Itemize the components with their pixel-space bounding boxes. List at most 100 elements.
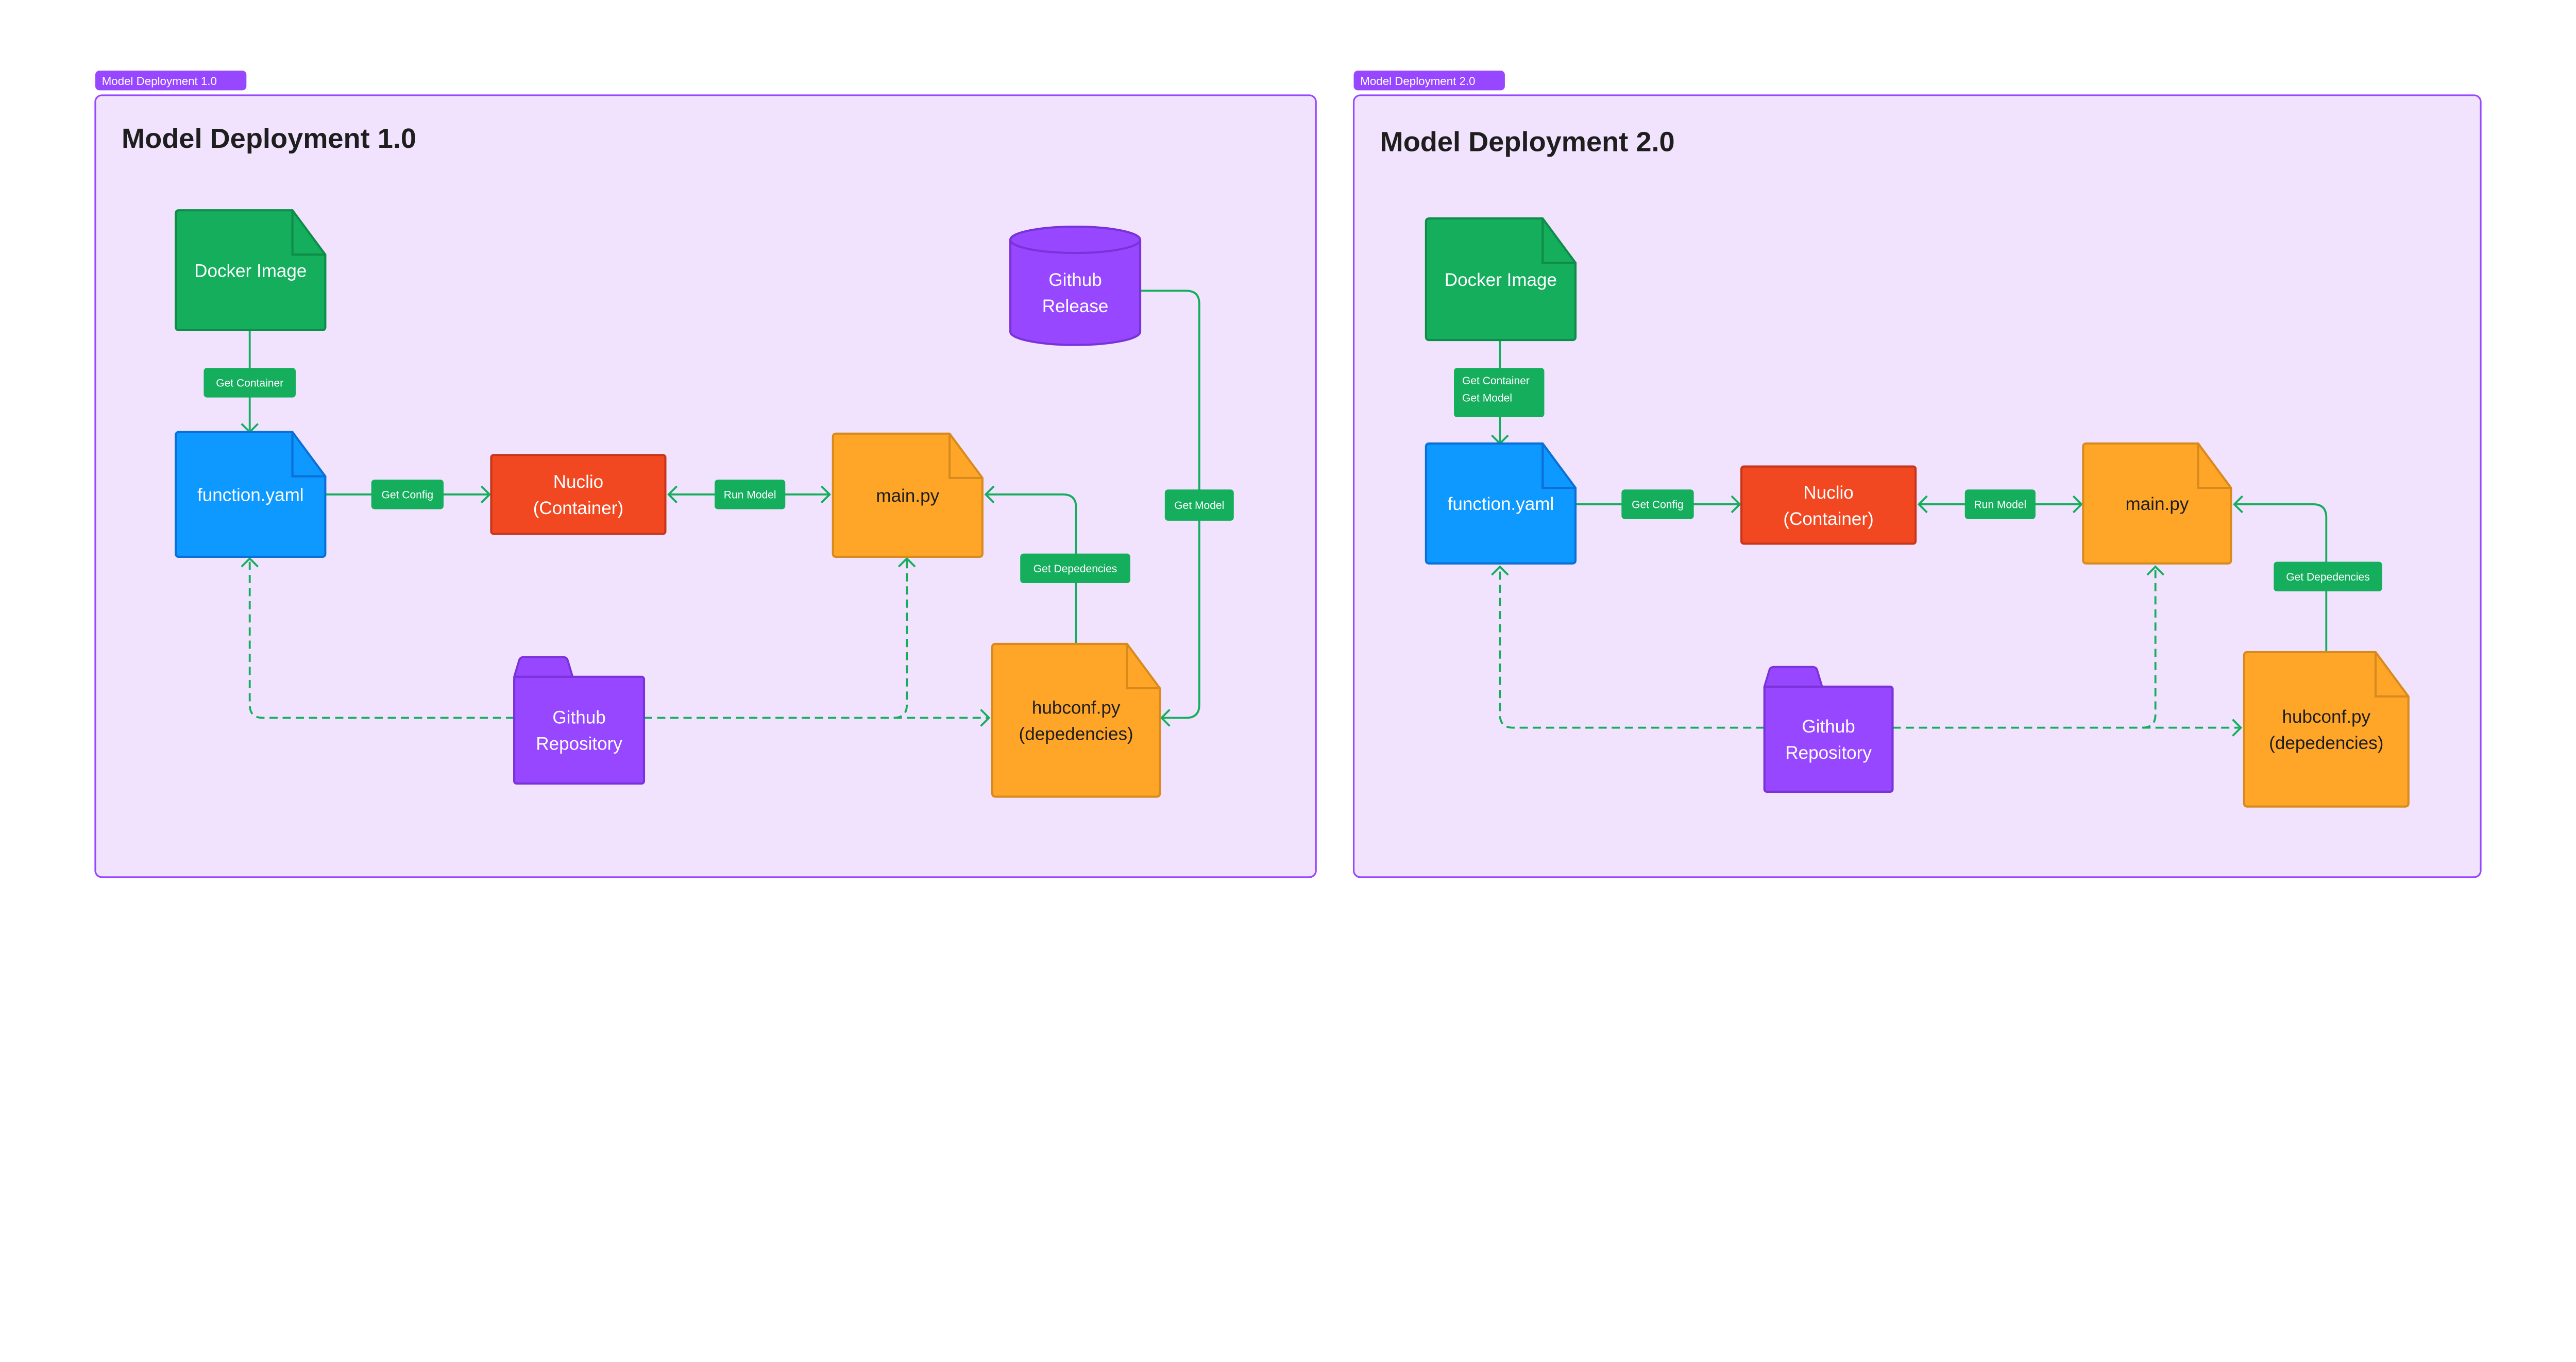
- node-label: Release: [1042, 296, 1109, 316]
- dashed-connector[interactable]: [2142, 719, 2243, 737]
- arrowhead-icon: [241, 557, 259, 568]
- frame-tag[interactable]: Model Deployment 1.0: [95, 71, 247, 91]
- node-function[interactable]: function.yaml: [1425, 442, 1577, 565]
- connector-line: [248, 560, 515, 719]
- page-fold-icon: [291, 210, 326, 256]
- arrowhead-icon: [984, 485, 995, 504]
- connector-line: [987, 493, 1077, 644]
- edge-label-background: [1164, 489, 1234, 521]
- edge-label-text: Run Model: [1974, 499, 2026, 511]
- page-fold-icon: [2197, 443, 2231, 489]
- node-label: main.py: [876, 486, 939, 506]
- edge-label-get-config[interactable]: Get Config: [371, 480, 444, 509]
- arrowhead-icon: [2232, 719, 2243, 737]
- node-label: Nuclio: [1803, 483, 1853, 503]
- frame-background: [1352, 94, 2482, 878]
- page-fold-icon: [291, 432, 326, 478]
- edge-label-text: Get Config: [1632, 499, 1684, 511]
- arrowhead-icon: [897, 557, 916, 568]
- arrowhead-icon: [2146, 565, 2164, 576]
- node-hubconf[interactable]: hubconf.py (depedencies): [2243, 651, 2410, 808]
- node-label: Github: [1802, 717, 1855, 737]
- node-hubconf[interactable]: hubconf.py(depedencies): [991, 642, 1161, 798]
- edge-label-text: Run Model: [724, 489, 776, 501]
- arrowhead-icon: [1731, 495, 1741, 514]
- node-label: function.yaml: [1448, 494, 1554, 514]
- node-docker[interactable]: Docker Image: [1425, 217, 1577, 342]
- edge-label-get-config[interactable]: Get Config: [1621, 489, 1694, 519]
- edge-label-background: [1454, 368, 1545, 417]
- edge-label-text: Get Depedencies: [2286, 571, 2370, 583]
- node-label: (depedencies): [2269, 733, 2383, 753]
- connector-line: [1499, 568, 1765, 729]
- arrowhead-icon: [480, 485, 491, 504]
- edge-label-text: Get Model: [1462, 393, 1512, 404]
- edge-label-background: [1964, 489, 2036, 519]
- folder-icon: [1763, 685, 1894, 793]
- edge-label-run-model[interactable]: Run Model: [1964, 489, 2036, 519]
- node-label: (Container): [533, 498, 623, 518]
- edge-label-text: Get Container: [216, 378, 283, 389]
- frame-tag[interactable]: Model Deployment 2.0: [1353, 71, 1505, 91]
- node-function[interactable]: function.yaml: [175, 431, 327, 558]
- node-label: Repository: [536, 734, 622, 754]
- rectangle-shape: [1740, 465, 1917, 545]
- node-docker[interactable]: Docker Image: [175, 209, 327, 332]
- node-main[interactable]: main.py: [2082, 442, 2232, 565]
- edge-label-run-model[interactable]: Run Model: [715, 480, 786, 509]
- frame-title: Model Deployment 1.0: [122, 123, 416, 154]
- node-label: hubconf.py: [2282, 707, 2371, 727]
- frame-tag-label: Model Deployment 1.0: [102, 75, 217, 88]
- dashed-connector[interactable]: [241, 557, 515, 719]
- folder-icon: [513, 675, 646, 785]
- document-shape: [1425, 442, 1577, 565]
- dashed-connector[interactable]: [1491, 565, 1765, 729]
- frame-tag-label: Model Deployment 2.0: [1360, 75, 1475, 88]
- node-label: Github: [552, 708, 605, 728]
- arrowhead-icon: [2072, 495, 2083, 514]
- node-label: Repository: [1785, 743, 1872, 763]
- edge-label-text: Get Container: [1462, 375, 1530, 387]
- edge-label-background: [1020, 553, 1130, 584]
- connector[interactable]: [984, 485, 1077, 644]
- edge-label-get-container[interactable]: Get Container: [204, 368, 296, 398]
- page-fold-icon: [1541, 218, 1576, 264]
- frame-tag-background: [95, 71, 247, 91]
- arrowhead-icon: [821, 485, 832, 504]
- connector-line: [2235, 503, 2328, 652]
- cylinder-top: [1009, 225, 1142, 254]
- edge-label-text: Get Model: [1174, 500, 1224, 512]
- edge-label-background: [715, 480, 786, 509]
- node-label: (Container): [1783, 509, 1873, 529]
- node-label: Nuclio: [553, 472, 603, 492]
- edge-label-background: [371, 480, 444, 509]
- arrowhead-icon: [980, 709, 991, 727]
- node-label: Github: [1048, 270, 1101, 290]
- edge-label-get-deps[interactable]: Get Depedencies: [1020, 553, 1130, 584]
- page-fold-icon: [1126, 643, 1160, 690]
- node-nuclio[interactable]: Nuclio (Container): [490, 454, 667, 535]
- node-label: function.yaml: [197, 485, 304, 505]
- document-shape: [1425, 217, 1577, 342]
- node-label: main.py: [2125, 494, 2189, 514]
- edge-label-background: [1621, 489, 1694, 519]
- node-main[interactable]: main.py: [832, 432, 984, 558]
- folder-tab: [1763, 666, 1824, 688]
- edge-label-get-deps[interactable]: Get Depedencies: [2274, 561, 2382, 591]
- dashed-connector[interactable]: [893, 709, 991, 727]
- arrowhead-icon: [667, 485, 678, 504]
- frame-tag-background: [1353, 71, 1505, 91]
- connector[interactable]: [2233, 495, 2328, 652]
- node-nuclio[interactable]: Nuclio (Container): [1740, 465, 1917, 545]
- arrowhead-icon: [1491, 565, 1509, 576]
- edge-label-get-model[interactable]: Get Model: [1164, 489, 1234, 521]
- document-shape: [991, 642, 1161, 798]
- node-label: Docker Image: [1445, 270, 1557, 290]
